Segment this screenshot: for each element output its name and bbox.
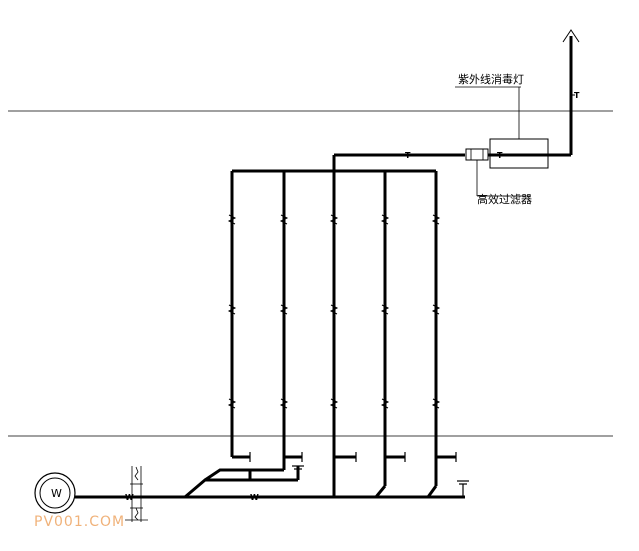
valve-symbol: W <box>125 493 134 502</box>
break-markers <box>227 214 441 409</box>
riser-3 <box>322 155 356 499</box>
riser-5 <box>426 171 456 498</box>
riser-pipe-code: T <box>574 91 580 100</box>
hepa-filter-label: 高效过滤器 <box>477 192 532 206</box>
top-pipe-code: T <box>405 151 411 160</box>
pump-outer-circle <box>34 472 76 514</box>
hepa-filter-body <box>465 148 489 161</box>
lamp-pipe-code: T <box>497 151 503 160</box>
riser-1 <box>230 171 250 459</box>
pump-symbol: W <box>51 487 62 500</box>
exhaust-riser <box>548 29 580 157</box>
main-pipe-code: W <box>250 493 259 502</box>
valve-assembly: W <box>125 466 148 522</box>
uv-lamp-label: 紫外线消毒灯 <box>458 72 524 86</box>
riser-2 <box>250 171 302 472</box>
uv-lamp: T <box>455 86 549 169</box>
riser-4 <box>374 171 405 498</box>
end-caps <box>249 452 469 497</box>
pump-unit: W <box>34 472 76 514</box>
lower-manifold <box>184 466 465 499</box>
watermark-text: PV001.COM <box>34 514 126 530</box>
pump-inner-circle <box>39 477 71 509</box>
